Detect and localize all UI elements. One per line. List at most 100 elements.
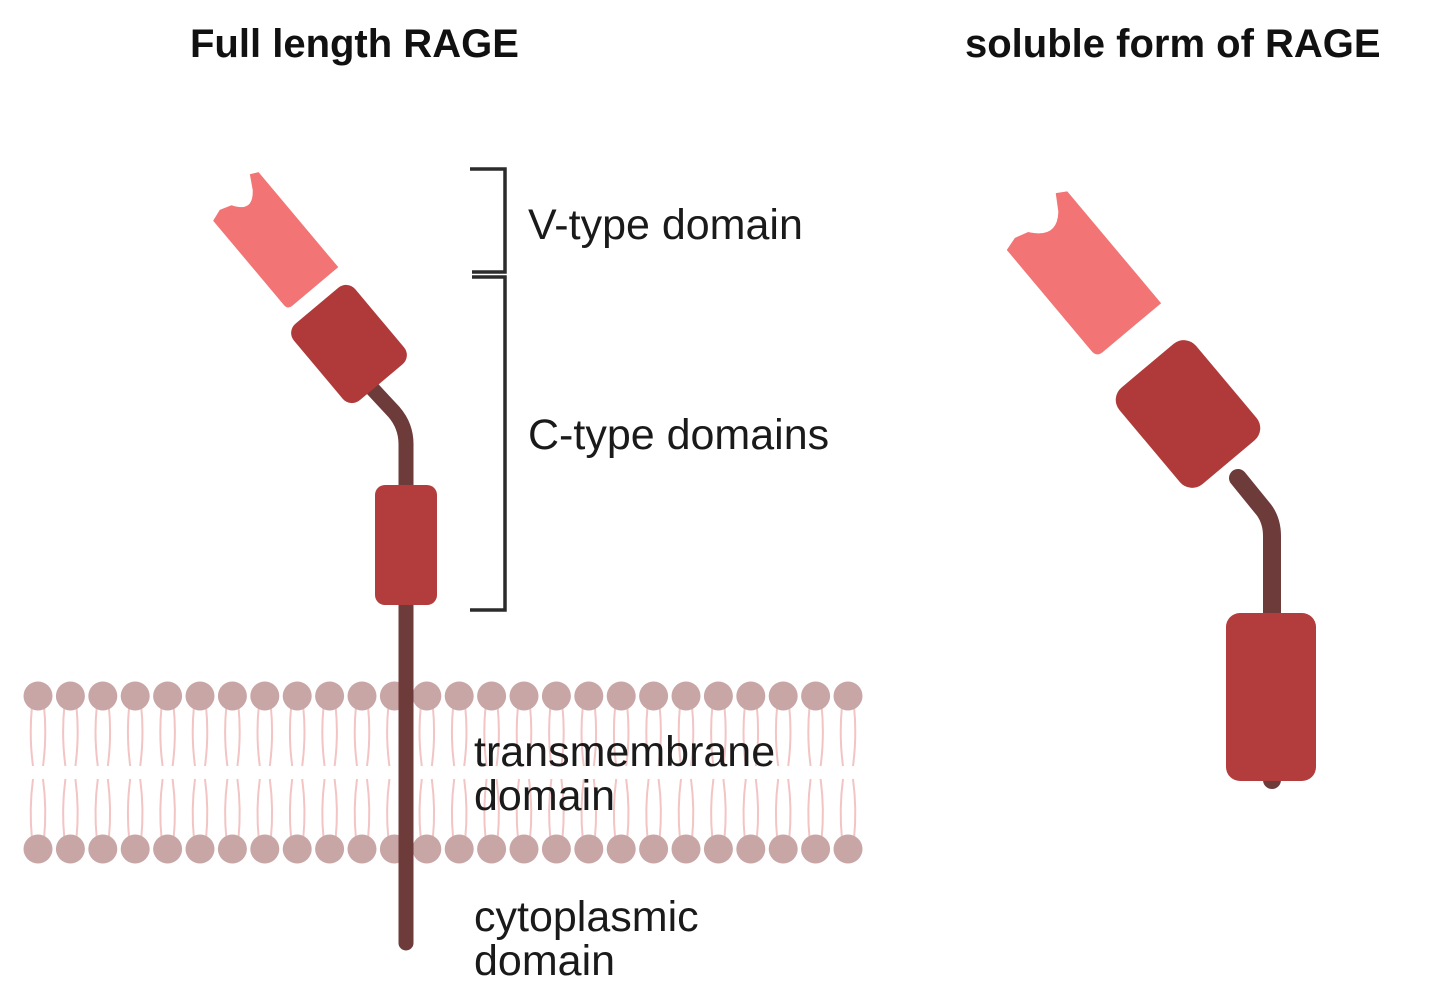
lipid-head [444, 834, 474, 864]
lipid-tail [625, 778, 630, 840]
lipid-tail [612, 705, 618, 767]
lipid-tail [787, 705, 792, 767]
full-length-rage-protein [213, 172, 437, 951]
lipid-tail [450, 778, 456, 840]
lipid-head [315, 834, 345, 864]
lipid-tail [256, 705, 261, 767]
lipid-head [606, 681, 636, 711]
lipid-tail [74, 778, 79, 840]
lipid-tail [236, 778, 241, 840]
lipid-head [347, 681, 377, 711]
lipid-tail [386, 705, 391, 767]
lipid-tail [224, 778, 229, 840]
lipid-tail [560, 778, 565, 840]
lipid-tail [353, 778, 358, 840]
lipid-head [833, 681, 863, 711]
full-length-v-type-domain [213, 172, 339, 308]
lipid-head [120, 681, 150, 711]
cytoplasmic-domain-label: cytoplasmic domain [474, 895, 699, 983]
lipid-tail [430, 705, 436, 767]
lipid-tail [677, 778, 682, 840]
transmembrane-label-line-1: transmembrane [474, 728, 776, 776]
lipid-tail [463, 705, 468, 767]
lipid-head [541, 681, 571, 711]
lipid-head [412, 834, 442, 864]
lipid-tail [754, 778, 760, 840]
lipid-head [185, 681, 215, 711]
lipid-tail [495, 705, 500, 767]
lipid-tail [418, 705, 423, 767]
lipid-tail [560, 705, 565, 767]
lipid-head [120, 834, 150, 864]
lipid-tail [301, 778, 306, 840]
full-length-c-type-domain-2 [375, 485, 437, 605]
domain-brackets [470, 167, 507, 612]
cytoplasmic-label-line-2: domain [474, 937, 616, 985]
lipid-head [477, 834, 507, 864]
lipid-head [639, 681, 669, 711]
lipid-tail [418, 778, 423, 840]
lipid-head [768, 681, 798, 711]
lipid-tail [819, 705, 824, 767]
lipid-head [23, 681, 53, 711]
lipid-tail [29, 778, 34, 840]
lipid-tail [754, 705, 760, 767]
lipid-tail [645, 778, 650, 840]
lipid-tail [366, 778, 371, 840]
lipid-head [477, 681, 507, 711]
c-type-domains-label: C-type domains [528, 411, 830, 459]
lipid-head [606, 834, 636, 864]
lipid-head [412, 681, 442, 711]
lipid-tail [106, 778, 112, 840]
lipid-tail [742, 778, 747, 840]
lipid-tail [742, 705, 747, 767]
soluble-c-type-domain-1 [1115, 340, 1261, 488]
lipid-tail [106, 705, 112, 767]
lipid-tail [288, 778, 294, 840]
lipid-tail [722, 778, 727, 840]
lipid-tail [353, 705, 358, 767]
lipid-head [736, 834, 766, 864]
lipid-tail [126, 705, 132, 767]
lipid-head [88, 681, 118, 711]
lipid-tail [839, 705, 844, 767]
transmembrane-domain-label: transmembrane domain [474, 730, 775, 818]
lipid-tail [774, 778, 780, 840]
lipid-head [250, 834, 280, 864]
lipid-tail [657, 778, 662, 840]
cell-membrane [23, 681, 863, 864]
lipid-head [639, 834, 669, 864]
soluble-rage-protein [1006, 191, 1316, 789]
soluble-linker-chain [1229, 469, 1281, 789]
lipid-tail [852, 705, 857, 767]
lipid-tail [366, 705, 371, 767]
c-type-bracket [470, 275, 507, 612]
lipid-head [736, 681, 766, 711]
v-type-domain-label: V-type domain [528, 201, 803, 249]
lipid-head [217, 681, 247, 711]
lipid-tail [463, 778, 468, 840]
lipid-tail [62, 705, 67, 767]
lipid-head [55, 834, 85, 864]
lipid-tail [612, 778, 618, 840]
lipid-head [833, 834, 863, 864]
full-length-c-type-domain-1 [291, 284, 407, 404]
lipid-tail [528, 705, 533, 767]
lipid-tail [515, 705, 520, 767]
lipid-head [703, 834, 733, 864]
lipid-tail [483, 705, 488, 767]
lipid-head [768, 834, 798, 864]
lipid-heads-outer-leaflet [23, 681, 863, 711]
lipid-tail [839, 778, 844, 840]
lipid-tail [204, 778, 209, 840]
lipid-tails-outer-leaflet [29, 705, 857, 767]
lipid-head [23, 834, 53, 864]
full-length-rage-title: Full length RAGE [190, 22, 519, 66]
lipid-head [574, 681, 604, 711]
full-length-linker-chain [360, 376, 414, 951]
lipid-head [671, 681, 701, 711]
lipid-tail [268, 705, 274, 767]
lipid-head [282, 681, 312, 711]
lipid-tail [94, 705, 99, 767]
